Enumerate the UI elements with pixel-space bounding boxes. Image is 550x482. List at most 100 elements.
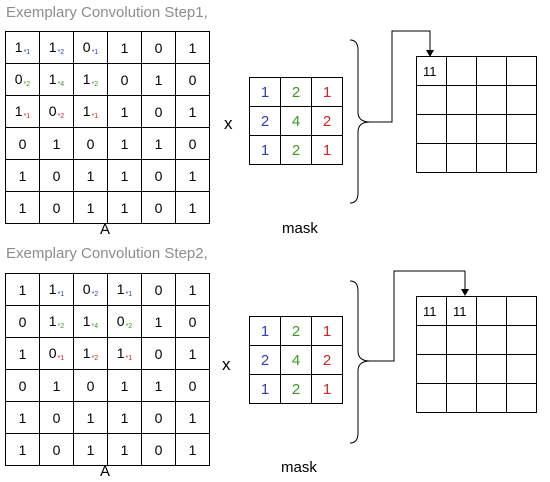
cell-weight: *2 (91, 81, 99, 88)
result-cell (476, 85, 507, 115)
cell-value: 0 (154, 103, 163, 120)
cell-weight: *1 (125, 355, 133, 362)
cell-value: 1 (188, 199, 197, 216)
matrix-a-cell: 1 (141, 369, 176, 402)
matrix-a-cell: 1 (175, 337, 210, 370)
result-cell (416, 143, 447, 173)
cell-weight: *2 (57, 323, 65, 330)
matrix-a-cell: 0 (5, 127, 40, 160)
cell-value: 0 (116, 313, 125, 329)
cell-weight: *2 (23, 81, 31, 88)
cell-value: 0 (48, 103, 57, 119)
cell-weight: *2 (125, 323, 133, 330)
mask-cell: 1 (311, 374, 343, 404)
matrix-a-cell: 0 (175, 369, 210, 402)
cell-weight: *1 (23, 113, 31, 120)
cell-weight: *2 (91, 355, 99, 362)
cell-weight: *4 (91, 323, 99, 330)
result-cell (506, 143, 537, 173)
cell-value: 1 (154, 135, 163, 152)
cell-value: 1 (82, 345, 91, 361)
result-cell (416, 383, 447, 413)
result-cell (476, 383, 507, 413)
result-cell (476, 114, 507, 144)
cell-value: 1 (116, 281, 125, 297)
cell-value: 1 (48, 281, 57, 297)
cell-value: 1 (188, 281, 197, 298)
cell-value: 1 (86, 441, 95, 458)
cell-value: 0 (52, 199, 61, 216)
cell-weight: *1 (23, 49, 31, 56)
cell-value: 0 (154, 199, 163, 216)
connector-brace (349, 30, 434, 204)
matrix-a-cell: 1 (5, 401, 40, 434)
cell-value: 1 (52, 377, 61, 394)
matrix-a-cell: 1 (107, 95, 142, 128)
cell-value: 1 (48, 71, 57, 87)
cell-value: 0 (18, 135, 27, 152)
cell-weight: *1 (125, 291, 133, 298)
matrix-a-cell: 1 (175, 31, 210, 64)
matrix-a-cell: 1 (107, 433, 142, 466)
multiply-symbol: x (222, 355, 231, 374)
cell-value: 0 (154, 409, 163, 426)
matrix-a-cell: 1 (141, 63, 176, 96)
cell-value: 1 (82, 71, 91, 87)
cell-value: 1 (18, 281, 27, 298)
cell-value: 1 (86, 409, 95, 426)
matrix-a-cell: 0 (141, 273, 176, 306)
cell-value: 1 (14, 39, 23, 55)
matrix-a-cell: 0 (39, 191, 74, 224)
matrix-a-cell: 0 (175, 305, 210, 338)
cell-value: 0 (52, 441, 61, 458)
cell-value: 0 (52, 167, 61, 184)
cell-value: 1 (188, 103, 197, 120)
result-cell (446, 325, 477, 355)
cell-value: 1 (18, 441, 27, 458)
matrix-a-cell: 0 (141, 337, 176, 370)
matrix-a-cell: 1*2 (39, 31, 74, 64)
mask-cell: 1 (311, 77, 343, 107)
cell-weight: *1 (91, 113, 99, 120)
matrix-a-cell: 0 (175, 63, 210, 96)
matrix-a-cell: 0 (5, 369, 40, 402)
matrix-a-cell: 1 (175, 401, 210, 434)
cell-value: 1 (120, 135, 129, 152)
matrix-a-cell: 1 (107, 191, 142, 224)
cell-value: 0 (188, 313, 197, 330)
cell-value: 1 (86, 167, 95, 184)
matrix-a-cell: 0*2 (5, 63, 40, 96)
multiply-symbol: x (224, 114, 233, 133)
cell-value: 0 (154, 345, 163, 362)
cell-value: 1 (18, 409, 27, 426)
matrix-a-cell: 1*1 (39, 273, 74, 306)
cell-value: 1 (82, 313, 91, 329)
cell-value: 1 (188, 39, 197, 56)
cell-value: 0 (154, 441, 163, 458)
cell-value: 0 (14, 71, 23, 87)
cell-value: 0 (48, 345, 57, 361)
cell-value: 1 (120, 199, 129, 216)
matrix-a-cell: 0 (141, 401, 176, 434)
cell-value: 1 (86, 199, 95, 216)
matrix-a-cell: 1 (5, 433, 40, 466)
cell-value: 1 (154, 71, 163, 88)
step-title: Exemplary Convolution Step2, (6, 245, 208, 262)
matrix-a-cell: 1 (175, 191, 210, 224)
cell-value: 1 (18, 199, 27, 216)
cell-value: 1 (120, 441, 129, 458)
cell-value: 1 (154, 377, 163, 394)
matrix-a-cell: 1 (175, 273, 210, 306)
result-cell (506, 383, 537, 413)
cell-value: 1 (18, 167, 27, 184)
result-cell: 11 (446, 296, 477, 326)
cell-weight: *1 (91, 49, 99, 56)
cell-value: 0 (188, 71, 197, 88)
